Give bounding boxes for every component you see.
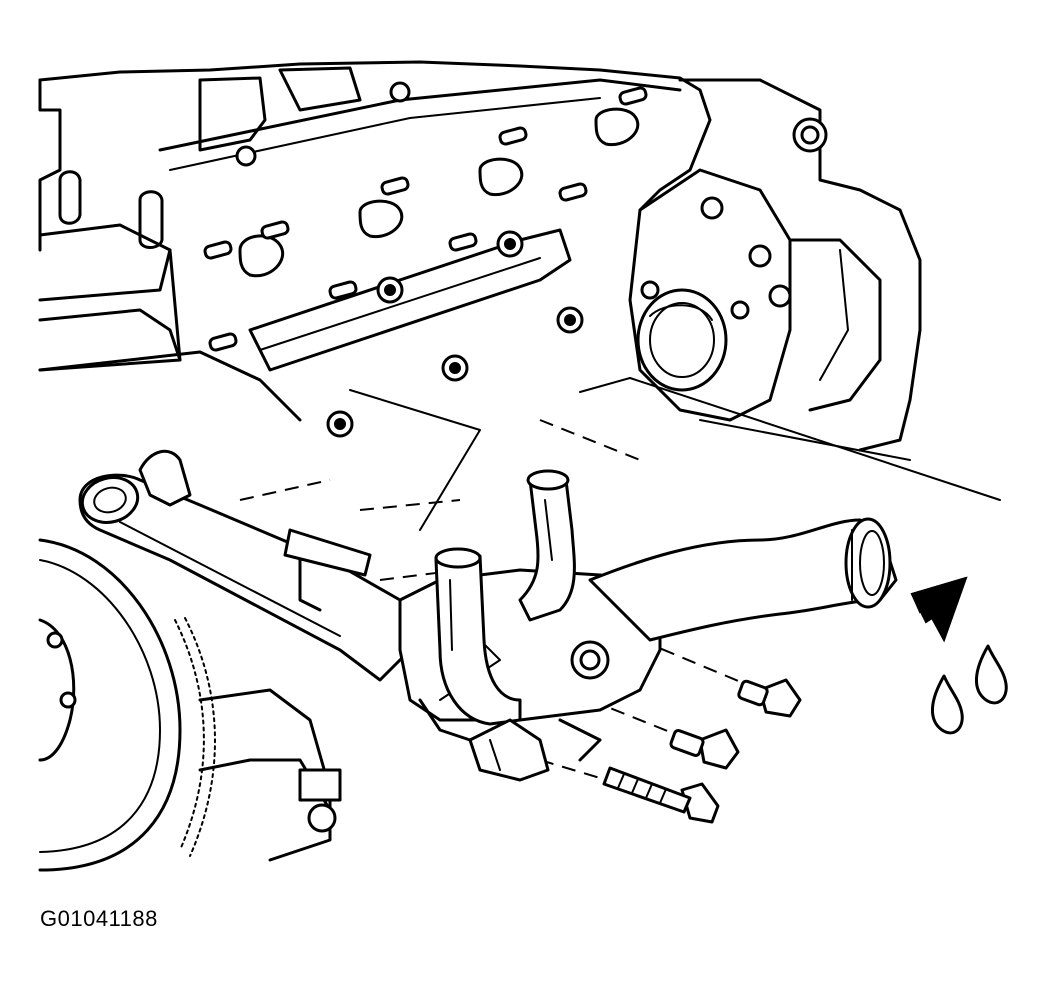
coolant-drops-icon [930,644,1008,735]
figure-id-label: G01041188 [40,906,158,931]
exhaust-studs [203,86,648,352]
view-direction-arrow-icon [910,576,968,643]
water-pump-housing [628,78,922,452]
flywheel [38,538,342,872]
cylinder-head [38,60,712,438]
bolt-lower-long [602,766,720,824]
bolt-middle [669,728,740,770]
mounting-bolts [602,678,802,824]
bolt-upper [737,678,802,718]
assembly-guide-lines [239,377,1001,791]
coolant-pipe-assembly [78,449,898,782]
